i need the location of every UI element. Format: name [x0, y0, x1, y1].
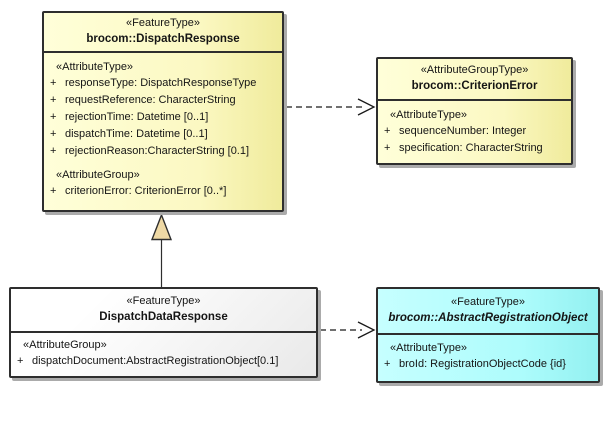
class-dispatch-response[interactable]: «FeatureType» brocom::DispatchResponse «…	[42, 11, 284, 212]
visibility: +	[50, 185, 57, 197]
attribute-row: + dispatchDocument:AbstractRegistrationO…	[11, 353, 316, 370]
visibility: +	[50, 145, 57, 157]
class-header: «AttributeGroupType» brocom::CriterionEr…	[378, 59, 571, 101]
stereotype-label: «FeatureType»	[126, 17, 200, 29]
dependency-connector-abstract-registration-object[interactable]	[320, 321, 376, 339]
visibility: +	[50, 94, 57, 106]
visibility: +	[384, 142, 391, 154]
class-body: «AttributeType» + broId: RegistrationObj…	[378, 335, 598, 373]
stereotype-label: «FeatureType»	[451, 296, 525, 308]
class-header: «FeatureType» DispatchDataResponse	[11, 289, 316, 333]
attribute-row: + specification: CharacterString	[378, 140, 571, 157]
visibility: +	[50, 77, 57, 89]
class-header: «FeatureType» brocom::DispatchResponse	[44, 13, 282, 53]
attribute-text: rejectionReason:CharacterString [0.1]	[65, 145, 250, 157]
class-body: «AttributeType» + responseType: Dispatch…	[44, 53, 282, 200]
attribute-row: + rejectionTime: Datetime [0..1]	[44, 109, 282, 126]
attribute-text: broId: RegistrationObjectCode {id}	[399, 358, 566, 370]
class-body: «AttributeType» + sequenceNumber: Intege…	[378, 101, 571, 157]
visibility: +	[17, 355, 24, 367]
class-dispatch-data-response[interactable]: «FeatureType» DispatchDataResponse «Attr…	[9, 287, 318, 378]
stereotype-label: «FeatureType»	[126, 295, 201, 307]
attribute-row: + broId: RegistrationObjectCode {id}	[378, 356, 598, 373]
attribute-row: + rejectionReason:CharacterString [0.1]	[44, 143, 282, 160]
visibility: +	[50, 111, 57, 123]
dependency-connector-criterion-error[interactable]	[286, 98, 376, 116]
visibility: +	[384, 125, 391, 137]
attribute-text: sequenceNumber: Integer	[399, 125, 527, 137]
class-criterion-error[interactable]: «AttributeGroupType» brocom::CriterionEr…	[376, 57, 573, 165]
attribute-text: dispatchDocument:AbstractRegistrationObj…	[32, 355, 279, 367]
generalization-connector[interactable]	[150, 213, 173, 287]
class-header: «FeatureType» brocom::AbstractRegistrati…	[378, 289, 598, 335]
attribute-text: rejectionTime: Datetime [0..1]	[65, 111, 209, 123]
open-arrowhead-icon	[357, 321, 376, 339]
class-body: «AttributeGroup» + dispatchDocument:Abst…	[11, 333, 316, 370]
attribute-text: criterionError: CriterionError [0..*]	[65, 185, 227, 197]
class-abstract-registration-object[interactable]: «FeatureType» brocom::AbstractRegistrati…	[376, 287, 600, 383]
section-heading: «AttributeType»	[390, 109, 468, 121]
section-heading: «AttributeGroup»	[56, 169, 140, 181]
attribute-row: + requestReference: CharacterString	[44, 92, 282, 109]
attribute-text: specification: CharacterString	[399, 142, 543, 154]
attribute-text: requestReference: CharacterString	[65, 94, 236, 106]
attribute-row: + dispatchTime: Datetime [0..1]	[44, 126, 282, 143]
section-heading: «AttributeType»	[56, 61, 134, 73]
class-name: DispatchDataResponse	[99, 311, 228, 323]
attribute-text: dispatchTime: Datetime [0..1]	[65, 128, 208, 140]
stereotype-label: «AttributeGroupType»	[420, 64, 529, 76]
class-name: brocom::AbstractRegistrationObject	[388, 312, 588, 324]
attribute-row: + responseType: DispatchResponseType	[44, 75, 282, 92]
section-heading: «AttributeGroup»	[23, 339, 107, 351]
attribute-row: + sequenceNumber: Integer	[378, 123, 571, 140]
visibility: +	[50, 128, 57, 140]
attribute-text: responseType: DispatchResponseType	[65, 77, 257, 89]
attribute-row: + criterionError: CriterionError [0..*]	[44, 183, 282, 200]
class-name: brocom::CriterionError	[411, 80, 538, 92]
open-arrowhead-icon	[357, 98, 376, 116]
class-name: brocom::DispatchResponse	[86, 33, 240, 45]
generalization-triangle-icon	[150, 213, 173, 241]
section-heading: «AttributeType»	[390, 342, 468, 354]
visibility: +	[384, 358, 391, 370]
